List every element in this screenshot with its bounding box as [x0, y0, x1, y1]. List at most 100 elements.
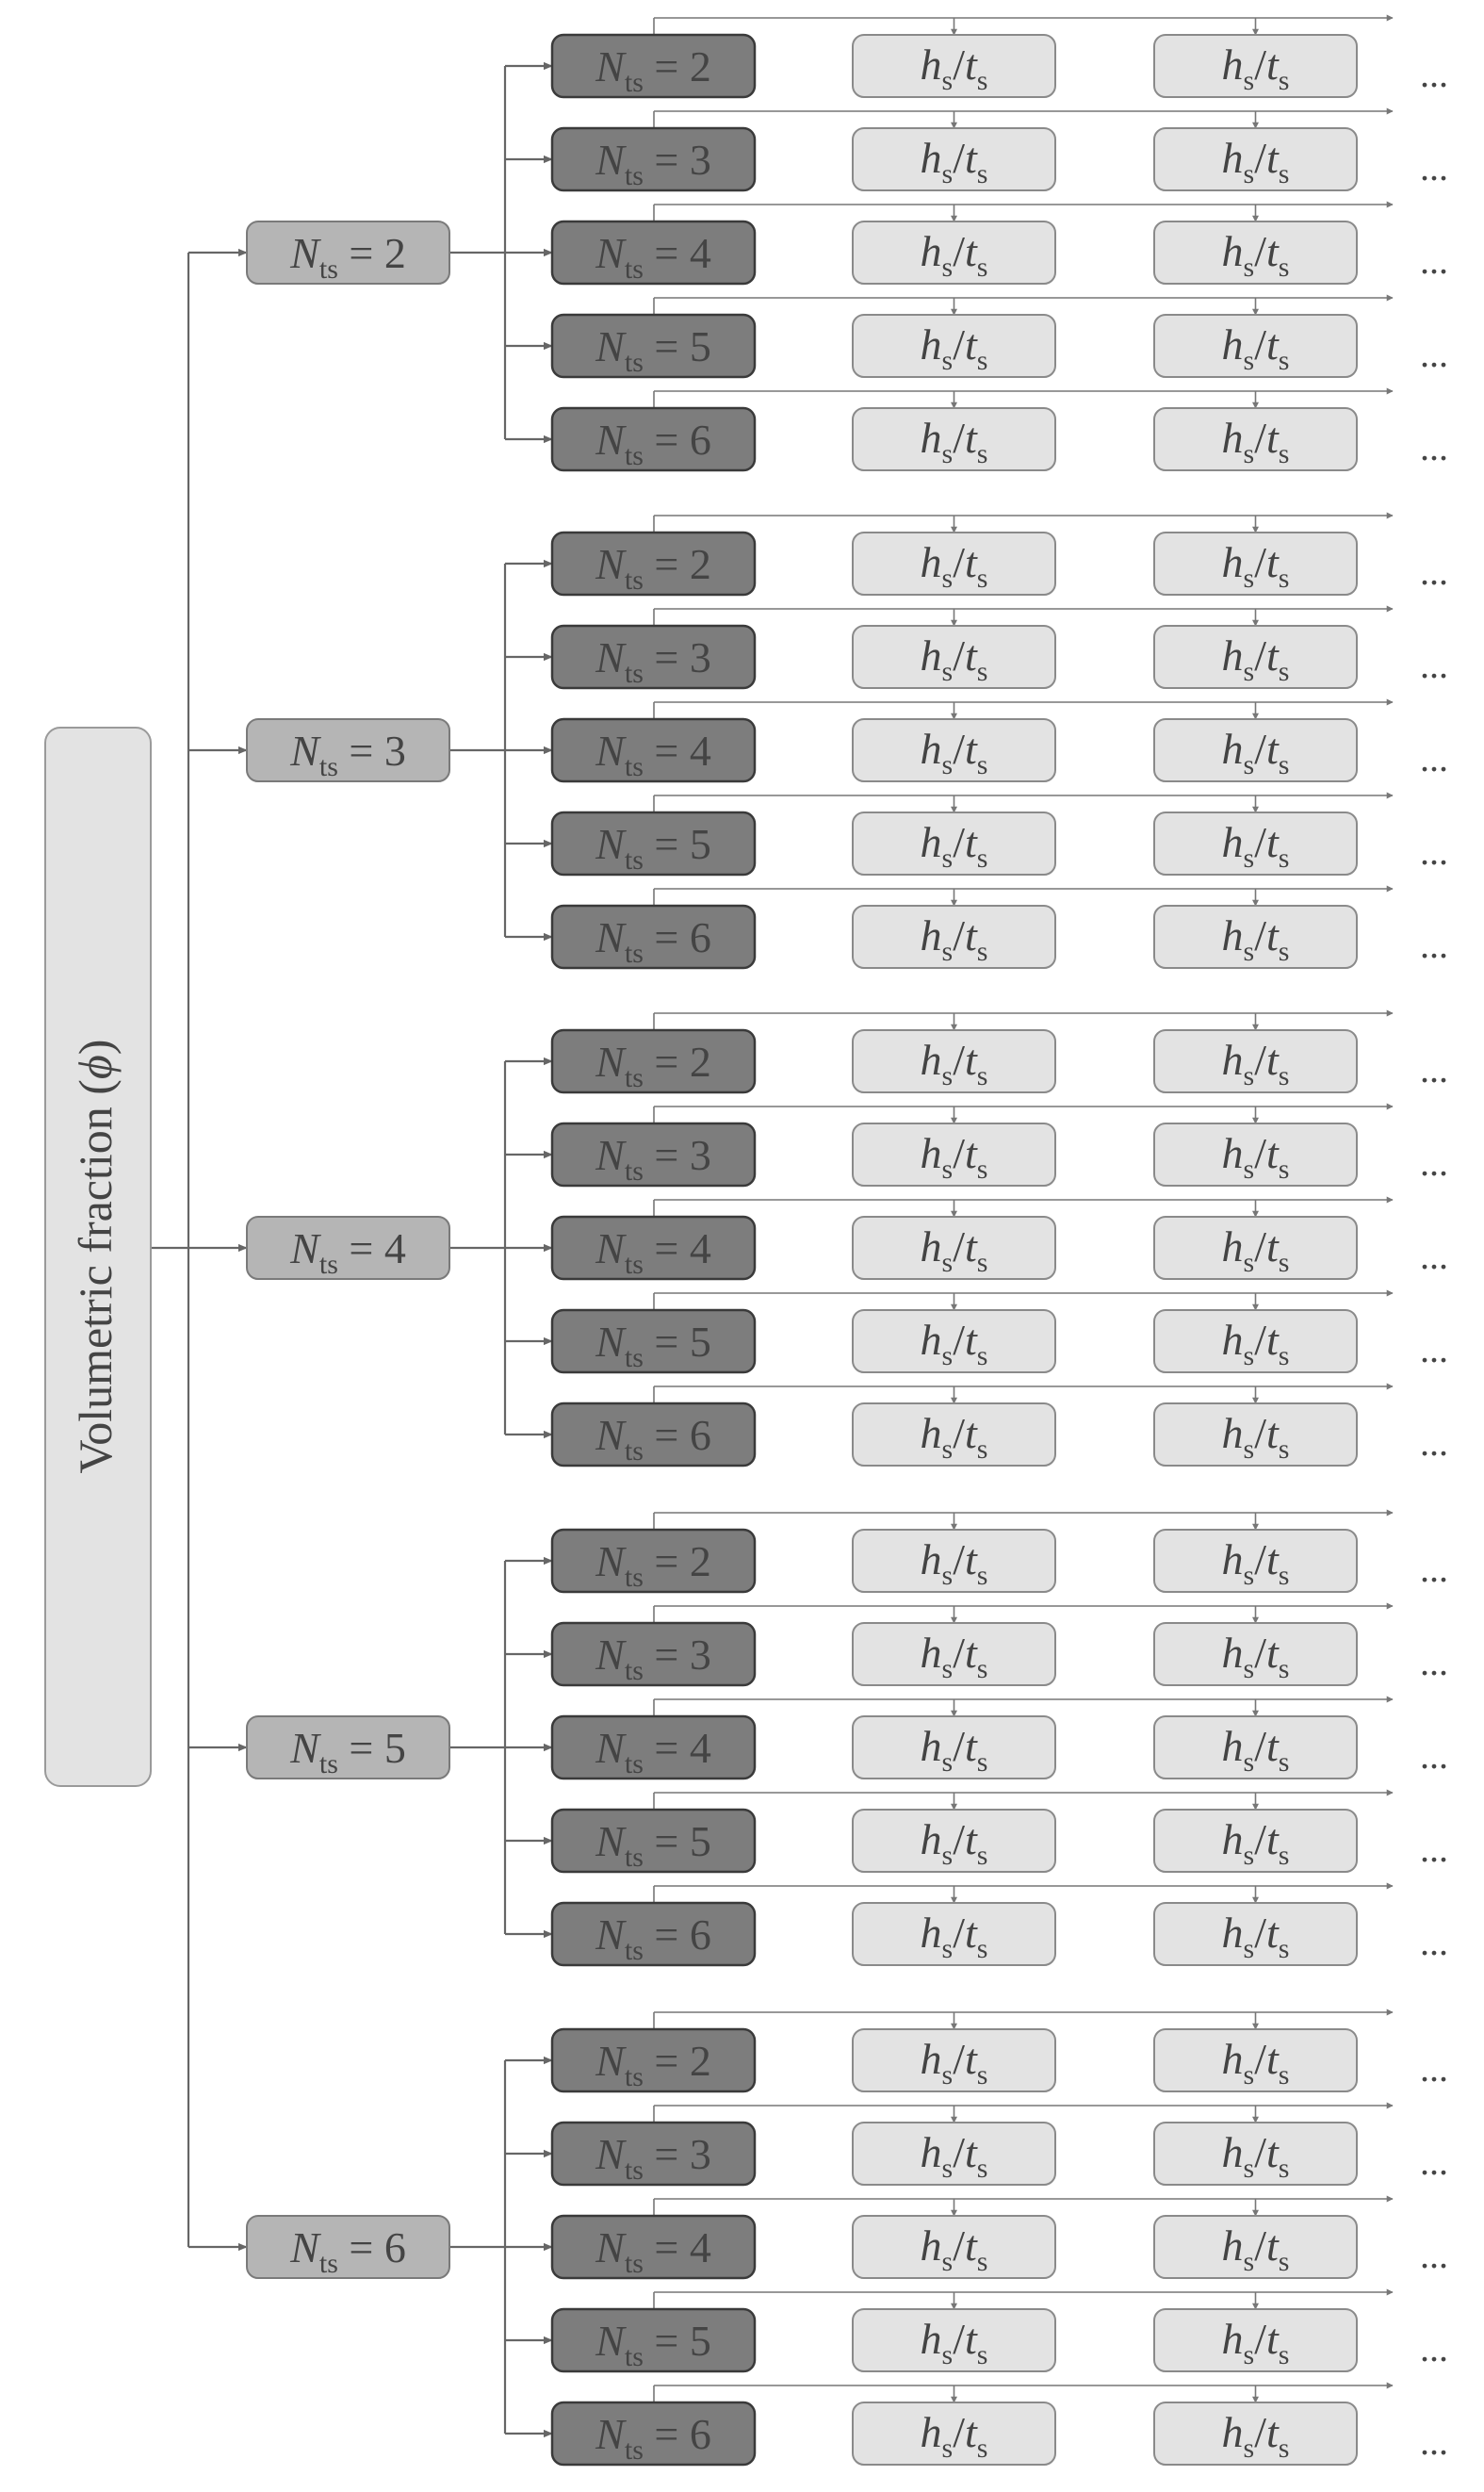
continuation-ellipsis: ...: [1420, 2140, 1448, 2183]
level2-label: Nts = 6: [595, 913, 711, 969]
level2-label: Nts = 5: [595, 2317, 711, 2372]
ratio-label: hs/ts: [921, 320, 988, 376]
level2-node: Nts = 6: [550, 904, 757, 970]
ratio-label: hs/ts: [921, 818, 988, 874]
ratio-node: hs/ts: [852, 1309, 1056, 1373]
continuation-ellipsis: ...: [1420, 1235, 1448, 1277]
ratio-label: hs/ts: [921, 227, 988, 283]
level2-label: Nts = 5: [595, 322, 711, 378]
ratio-label: hs/ts: [1222, 1222, 1290, 1278]
ratio-label: hs/ts: [1222, 1815, 1290, 1871]
continuation-ellipsis: ...: [1420, 2327, 1448, 2369]
level2-label: Nts = 6: [595, 1411, 711, 1467]
level2-label: Nts = 6: [595, 2410, 711, 2466]
continuation-ellipsis: ...: [1420, 333, 1448, 375]
ratio-label: hs/ts: [1222, 227, 1290, 283]
ratio-node: hs/ts: [852, 1402, 1056, 1467]
ratio-label: hs/ts: [921, 1316, 988, 1371]
level2-label: Nts = 4: [595, 2223, 711, 2279]
ratio-label: hs/ts: [1222, 2315, 1290, 2370]
ratio-node: hs/ts: [1153, 2028, 1358, 2092]
ratio-node: hs/ts: [1153, 2122, 1358, 2186]
continuation-ellipsis: ...: [1420, 1921, 1448, 1963]
ratio-label: hs/ts: [1222, 538, 1290, 594]
ratio-label: hs/ts: [921, 631, 988, 687]
ratio-label: hs/ts: [921, 1722, 988, 1778]
level1-node: Nts = 5: [246, 1715, 450, 1779]
level2-node: Nts = 4: [550, 2214, 757, 2280]
connector-lines: [151, 14, 1394, 2438]
ratio-node: hs/ts: [1153, 1902, 1358, 1966]
ratio-node: hs/ts: [852, 2122, 1056, 2186]
ratio-node: hs/ts: [852, 1902, 1056, 1966]
level2-label: Nts = 3: [595, 1131, 711, 1187]
ratio-label: hs/ts: [921, 1222, 988, 1278]
ratio-label: hs/ts: [921, 725, 988, 780]
continuation-ellipsis: ...: [1420, 1734, 1448, 1777]
ratio-label: hs/ts: [1222, 2035, 1290, 2090]
level2-node: Nts = 3: [550, 624, 757, 690]
ratio-node: hs/ts: [852, 1216, 1056, 1280]
level2-label: Nts = 5: [595, 1318, 711, 1373]
ratio-node: hs/ts: [1153, 1029, 1358, 1093]
ratio-node: hs/ts: [1153, 718, 1358, 782]
ratio-node: hs/ts: [852, 812, 1056, 876]
continuation-ellipsis: ...: [1420, 146, 1448, 189]
ratio-label: hs/ts: [921, 1409, 988, 1465]
continuation-ellipsis: ...: [1420, 1641, 1448, 1683]
level1-label: Nts = 5: [289, 1724, 406, 1779]
level2-label: Nts = 5: [595, 820, 711, 876]
level2-label: Nts = 4: [595, 1224, 711, 1280]
level2-node: Nts = 3: [550, 1621, 757, 1687]
ratio-label: hs/ts: [921, 1629, 988, 1684]
level2-label: Nts = 2: [595, 2037, 711, 2092]
ratio-label: hs/ts: [1222, 2128, 1290, 2184]
ratio-label: hs/ts: [921, 2221, 988, 2277]
ratio-label: hs/ts: [1222, 1316, 1290, 1371]
level1-label: Nts = 3: [289, 727, 406, 782]
level2-node: Nts = 3: [550, 1122, 757, 1188]
ratio-label: hs/ts: [1222, 134, 1290, 189]
continuation-ellipsis: ...: [1420, 830, 1448, 873]
ratio-label: hs/ts: [921, 2408, 988, 2464]
level2-node: Nts = 6: [550, 406, 757, 472]
ratio-label: hs/ts: [1222, 320, 1290, 376]
continuation-ellipsis: ...: [1420, 1421, 1448, 1464]
continuation-ellipsis: ...: [1420, 1048, 1448, 1090]
ratio-node: hs/ts: [1153, 1123, 1358, 1187]
level2-label: Nts = 3: [595, 1631, 711, 1686]
ratio-label: hs/ts: [1222, 1722, 1290, 1778]
ratio-label: hs/ts: [1222, 1129, 1290, 1185]
level2-label: Nts = 3: [595, 2130, 711, 2186]
ratio-label: hs/ts: [921, 2128, 988, 2184]
level2-label: Nts = 6: [595, 416, 711, 471]
ratio-label: hs/ts: [921, 414, 988, 469]
level1-node: Nts = 3: [246, 718, 450, 782]
level2-label: Nts = 2: [595, 1038, 711, 1093]
ratio-label: hs/ts: [1222, 1629, 1290, 1684]
ratio-label: hs/ts: [921, 134, 988, 189]
root-label: Volumetric fraction (ϕ): [69, 1040, 122, 1474]
ratio-label: hs/ts: [1222, 1409, 1290, 1465]
level1-label: Nts = 2: [289, 229, 406, 285]
ratio-label: hs/ts: [1222, 1535, 1290, 1591]
ratio-label: hs/ts: [1222, 1036, 1290, 1091]
level2-label: Nts = 3: [595, 136, 711, 191]
ratio-label: hs/ts: [1222, 725, 1290, 780]
continuation-ellipsis: ...: [1420, 53, 1448, 95]
ratio-node: hs/ts: [1153, 407, 1358, 471]
ratio-node: hs/ts: [1153, 1529, 1358, 1593]
level2-node: Nts = 4: [550, 717, 757, 783]
ratio-node: hs/ts: [1153, 1622, 1358, 1686]
ratio-node: hs/ts: [852, 34, 1056, 98]
level2-node: Nts = 5: [550, 1808, 757, 1874]
continuation-ellipsis: ...: [1420, 2420, 1448, 2463]
ratio-node: hs/ts: [1153, 1715, 1358, 1779]
ratio-node: hs/ts: [1153, 127, 1358, 191]
ratio-node: hs/ts: [1153, 314, 1358, 378]
ratio-label: hs/ts: [921, 538, 988, 594]
ratio-label: hs/ts: [1222, 911, 1290, 967]
ratio-label: hs/ts: [1222, 818, 1290, 874]
level2-node: Nts = 6: [550, 1901, 757, 1967]
